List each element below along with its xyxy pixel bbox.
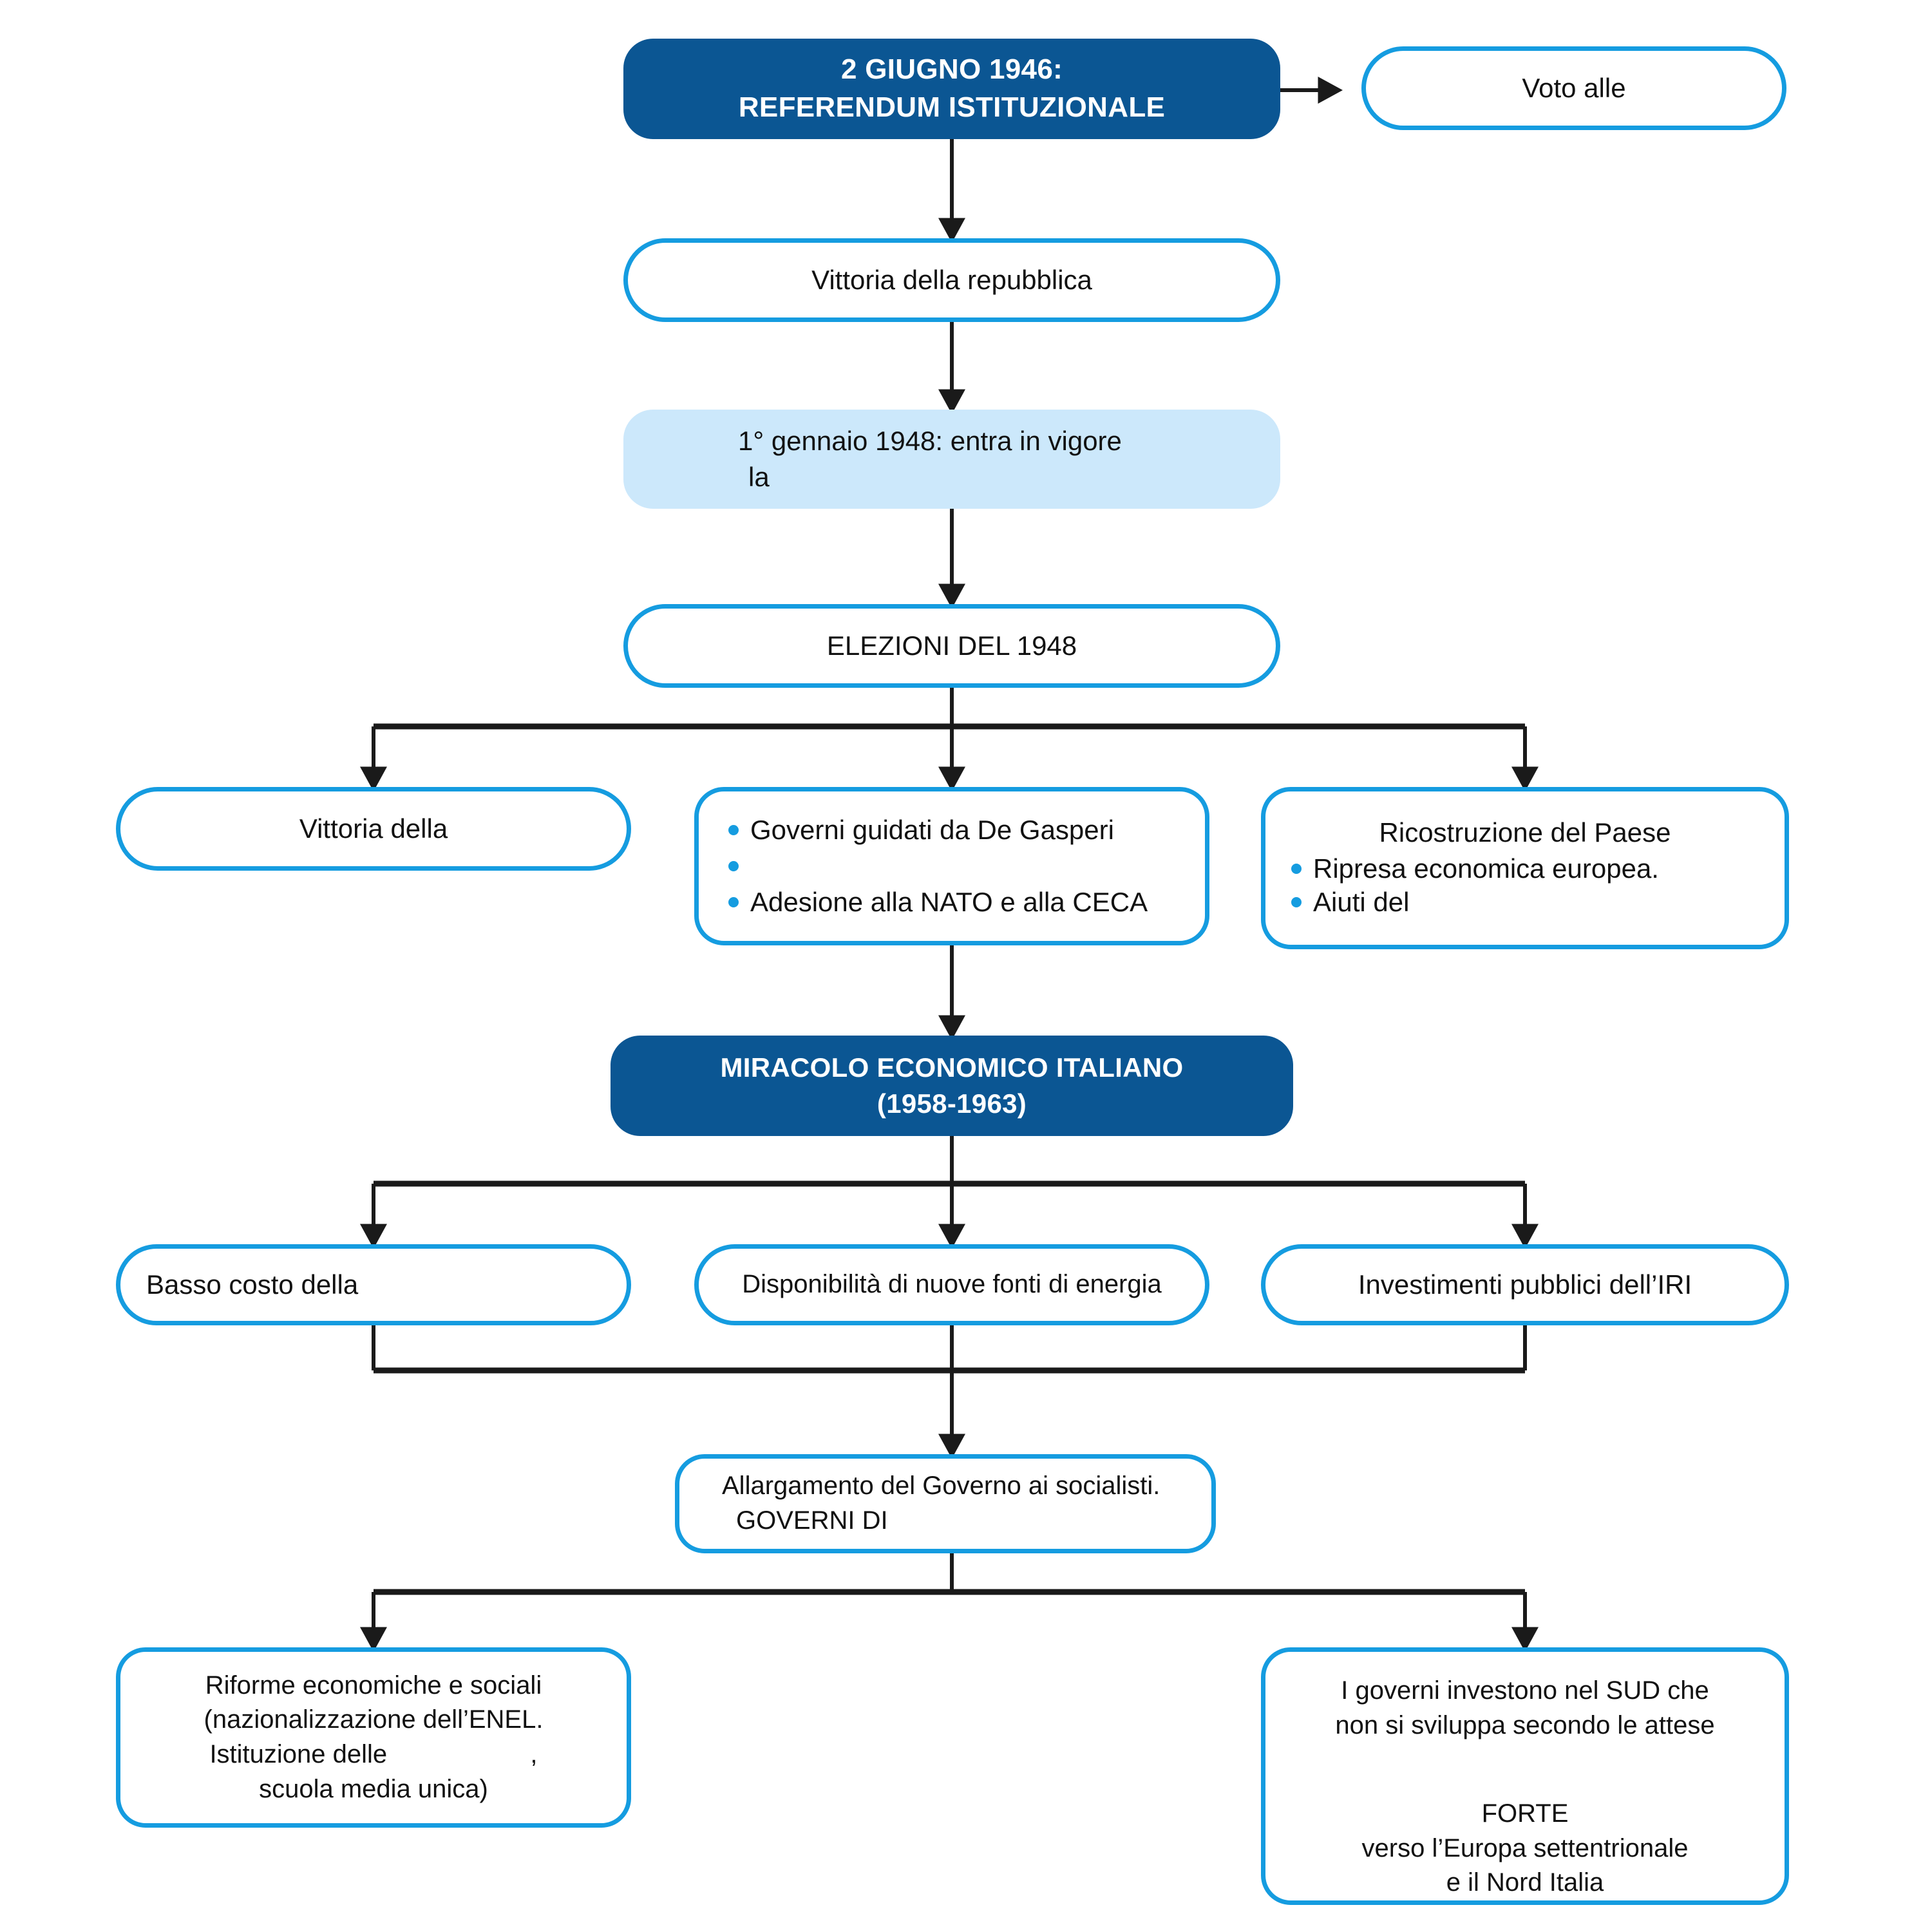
vittoria-della-label: Vittoria della — [299, 813, 448, 844]
bullet-dot-icon — [728, 897, 739, 907]
allargamento-line-2: GOVERNI DI — [736, 1506, 888, 1535]
ricostruzione-bullet-2: Aiuti del — [1313, 887, 1410, 917]
riforme-line-2: (nazionalizzazione dell’ENEL. — [204, 1705, 544, 1734]
list-item — [728, 848, 750, 884]
referendum-line-2: REFERENDUM ISTITUZIONALE — [738, 91, 1166, 123]
riforme-line-4: scuola media unica) — [259, 1774, 488, 1803]
bullet-dot-icon — [728, 861, 739, 871]
costituzione-line-2: la — [748, 462, 770, 492]
elezioni-1948-label: ELEZIONI DEL 1948 — [826, 630, 1077, 661]
node-vittoria-della[interactable]: Vittoria della — [116, 787, 631, 871]
allargamento-line-1: Allargamento del Governo ai socialisti. — [722, 1472, 1160, 1501]
governi-bullet-list: Governi guidati da De Gasperi Adesione a… — [699, 812, 1205, 920]
list-item: Aiuti del — [1291, 886, 1409, 919]
ricostruzione-bullet-1: Ripresa economica europea. — [1313, 853, 1659, 884]
ricostruzione-bullet-list: Ripresa economica europea. Aiuti del — [1265, 852, 1785, 919]
governi-bullet-1: Governi guidati da De Gasperi — [750, 815, 1114, 845]
list-item: Ripresa economica europea. — [1291, 852, 1659, 886]
node-governi-de-gasperi[interactable]: Governi guidati da De Gasperi Adesione a… — [694, 787, 1209, 945]
sud-line-2: non si sviluppa secondo le attese — [1335, 1710, 1715, 1739]
riforme-line-3: Istituzione delle , — [209, 1740, 538, 1768]
voto-alle-label: Voto alle — [1522, 72, 1626, 103]
node-vittoria-della-repubblica[interactable]: Vittoria della repubblica — [623, 238, 1280, 322]
list-item: Governi guidati da De Gasperi — [728, 812, 1114, 848]
bullet-dot-icon — [728, 825, 739, 835]
node-basso-costo[interactable]: Basso costo della — [116, 1244, 631, 1325]
sud-line-5: e il Nord Italia — [1446, 1868, 1604, 1897]
node-ricostruzione-paese[interactable]: Ricostruzione del Paese Ripresa economic… — [1261, 787, 1789, 949]
costituzione-line-1: 1° gennaio 1948: entra in vigore — [738, 425, 1122, 456]
miracolo-line-1: MIRACOLO ECONOMICO ITALIANO — [720, 1052, 1184, 1083]
riforme-line-1: Riforme economiche e sociali — [205, 1671, 542, 1700]
node-fonti-energia[interactable]: Disponibilità di nuove fonti di energia — [694, 1244, 1209, 1325]
node-riforme-economiche[interactable]: Riforme economiche e sociali (nazionaliz… — [116, 1647, 631, 1828]
bullet-dot-icon — [1291, 864, 1302, 874]
node-investimenti-iri[interactable]: Investimenti pubblici dell’IRI — [1261, 1244, 1789, 1325]
node-referendum-istituzionale[interactable]: 2 GIUGNO 1946: REFERENDUM ISTITUZIONALE — [623, 39, 1280, 139]
investimenti-iri-label: Investimenti pubblici dell’IRI — [1358, 1269, 1692, 1300]
node-allargamento-governo[interactable]: Allargamento del Governo ai socialisti. … — [675, 1454, 1216, 1553]
basso-costo-label: Basso costo della — [146, 1269, 359, 1300]
node-elezioni-1948[interactable]: ELEZIONI DEL 1948 — [623, 604, 1280, 688]
sud-line-1: I governi investono nel SUD che — [1341, 1676, 1709, 1705]
node-voto-alle[interactable]: Voto alle — [1361, 46, 1786, 130]
sud-line-4: verso l’Europa settentrionale — [1361, 1833, 1689, 1862]
vittoria-repubblica-label: Vittoria della repubblica — [811, 264, 1092, 295]
bullet-dot-icon — [1291, 897, 1302, 907]
list-item: Adesione alla NATO e alla CECA — [728, 884, 1148, 920]
sud-line-3: FORTE — [1481, 1799, 1569, 1828]
node-sud-investimenti[interactable]: I governi investono nel SUD che non si s… — [1261, 1647, 1789, 1905]
miracolo-line-2: (1958-1963) — [876, 1088, 1027, 1119]
governi-bullet-3: Adesione alla NATO e alla CECA — [750, 887, 1148, 917]
ricostruzione-title: Ricostruzione del Paese — [1379, 817, 1671, 848]
referendum-line-1: 2 GIUGNO 1946: — [840, 53, 1063, 86]
node-costituzione-in-vigore[interactable]: 1° gennaio 1948: entra in vigore la — [623, 410, 1280, 509]
node-miracolo-economico[interactable]: MIRACOLO ECONOMICO ITALIANO (1958-1963) — [611, 1036, 1293, 1136]
fonti-energia-label: Disponibilità di nuove fonti di energia — [742, 1270, 1162, 1299]
